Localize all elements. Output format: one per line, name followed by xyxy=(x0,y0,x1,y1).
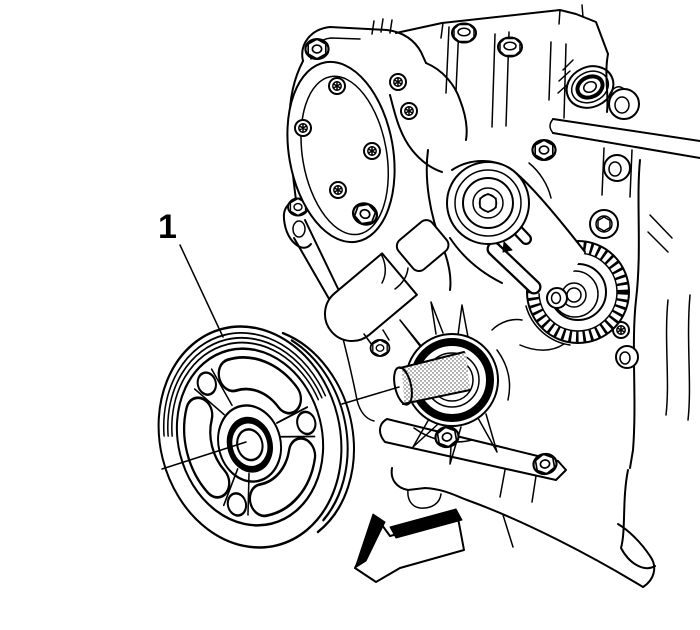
boss-hole xyxy=(608,88,640,120)
plate-bolt xyxy=(294,119,312,137)
balancer-hole xyxy=(196,371,217,396)
callout-label: 1 xyxy=(158,208,177,246)
boss-hole xyxy=(603,154,631,182)
installation-centerline xyxy=(161,386,400,470)
bracket-bolt xyxy=(389,73,407,91)
crankshaft-snout xyxy=(393,351,471,406)
bracket-bolt xyxy=(400,102,418,120)
engine-block xyxy=(395,4,700,570)
plate-bolt xyxy=(363,142,381,160)
cover-bolt xyxy=(304,37,330,61)
plate-bolt xyxy=(329,181,347,199)
crankshaft-bore xyxy=(393,301,565,465)
balancer-hole xyxy=(296,410,317,436)
crankshaft-balancer xyxy=(157,325,355,549)
tensioner-bolt xyxy=(531,139,557,161)
balancer-hole xyxy=(226,492,248,517)
balancer-windows xyxy=(183,356,317,518)
callout-leader-line xyxy=(179,244,224,338)
oil-pan xyxy=(379,418,656,588)
sensor-bolt xyxy=(369,338,391,358)
cover-plate xyxy=(286,60,396,244)
boss-hole xyxy=(615,345,639,369)
tensioner-pivot xyxy=(446,161,530,245)
flange-nut xyxy=(497,36,523,58)
cam-sensor xyxy=(324,219,450,358)
bolt-recess xyxy=(589,209,619,239)
drive-belt-tensioner xyxy=(446,139,630,346)
engine-front-cover xyxy=(282,18,552,422)
callout-1: 1 xyxy=(158,208,224,338)
plate-bolt xyxy=(328,77,346,95)
direction-arrow xyxy=(354,508,465,583)
flange-nut xyxy=(451,22,477,44)
